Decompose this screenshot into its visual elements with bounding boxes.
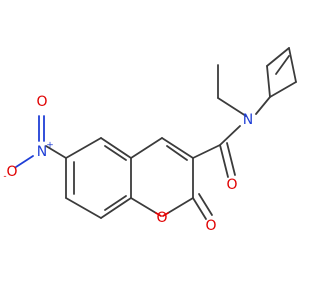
bond [198, 193, 213, 216]
bond [130, 137, 163, 159]
bond [130, 197, 157, 214]
bond [167, 197, 194, 214]
bond [100, 137, 132, 159]
bond [104, 145, 127, 161]
bond [266, 47, 290, 67]
nitro-o-minus-label: O [6, 164, 17, 180]
bond [15, 155, 34, 168]
lactone-oxygen-label: O [205, 218, 216, 234]
bond [266, 65, 271, 98]
bond [65, 137, 102, 159]
bond [219, 144, 229, 178]
molecule-canvas: N + O O - O O O N [3, 47, 297, 234]
bond [166, 145, 188, 161]
bond-group [15, 47, 297, 220]
bond [162, 212, 169, 217]
amide-oxygen-label: O [226, 177, 237, 193]
bond [255, 96, 271, 115]
bond [226, 142, 236, 176]
bond [45, 145, 67, 159]
bond [217, 97, 247, 117]
bond [192, 197, 207, 220]
bond [219, 125, 241, 146]
amide-nitrogen-label: N [243, 112, 253, 128]
bond [155, 212, 162, 217]
bond [65, 197, 102, 219]
nitro-plus-label: + [46, 141, 54, 151]
nitro-minus-label: - [3, 172, 6, 182]
bond [275, 55, 290, 75]
bond [104, 195, 127, 211]
bond [161, 137, 194, 159]
bond [269, 81, 297, 98]
molecule-structure: N + O O - O O O N [3, 47, 297, 234]
atom-label-group: N + O O - O O O N [3, 94, 253, 234]
bond [100, 197, 132, 219]
bond [192, 144, 221, 159]
nitro-o-top-label: O [36, 94, 47, 110]
bond [288, 47, 297, 83]
ring-oxygen-label: O [156, 210, 167, 226]
nitro-n-label: N [37, 144, 47, 160]
